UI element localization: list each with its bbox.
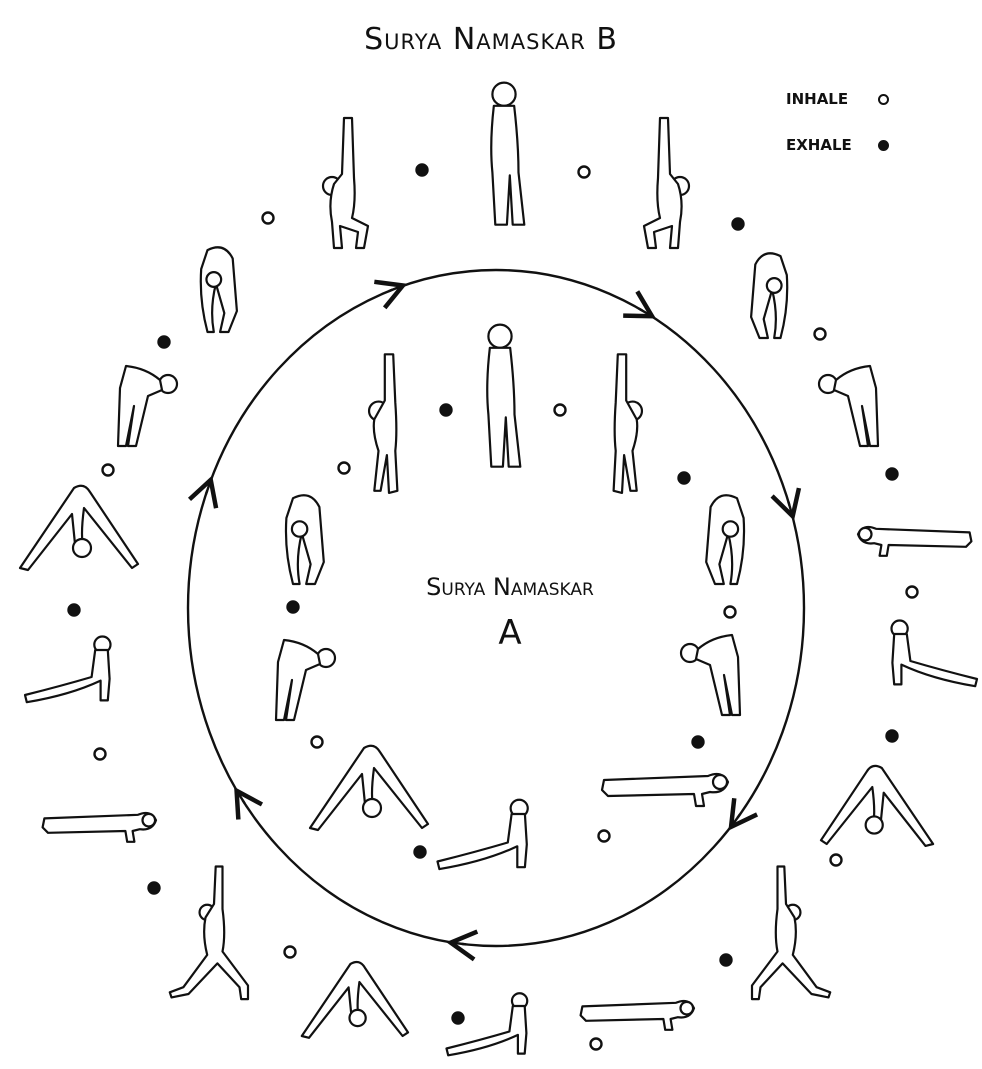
standing-figure [491, 83, 524, 225]
half-figure [276, 640, 335, 720]
arms-up-figure [614, 354, 642, 493]
downdog-figure [821, 766, 933, 846]
exhale-marker [417, 165, 428, 176]
warrior-figure [752, 867, 830, 1000]
exhale-marker [733, 219, 744, 230]
chair-figure [644, 118, 689, 248]
exhale-marker [149, 883, 160, 894]
direction-arrow [738, 814, 740, 817]
exhale-marker [441, 405, 452, 416]
plank-figure [602, 774, 728, 806]
direction-arrow [243, 800, 245, 803]
exhale-marker [453, 1013, 464, 1024]
inhale-marker [339, 463, 350, 474]
inhale-marker [725, 607, 736, 618]
inhale-marker [312, 737, 323, 748]
inhale-marker [831, 855, 842, 866]
plank-figure [43, 813, 156, 842]
inhale-marker [103, 465, 114, 476]
exhale-marker [69, 605, 80, 616]
exhale-marker [159, 337, 170, 348]
exhale-marker [887, 731, 898, 742]
inhale-marker [263, 213, 274, 224]
inhale-marker [285, 947, 296, 958]
direction-arrow [389, 290, 393, 291]
half-figure [819, 366, 878, 446]
standing-figure [487, 325, 520, 467]
fold-figure [751, 253, 787, 338]
inhale-marker [815, 329, 826, 340]
updog-figure [25, 637, 111, 703]
plank-figure [858, 527, 971, 556]
arms-up-figure [369, 354, 397, 493]
inhale-marker [579, 167, 590, 178]
updog-figure [892, 621, 978, 687]
chair-figure [323, 118, 368, 248]
inhale-marker [599, 831, 610, 842]
downdog-figure [310, 746, 428, 830]
exhale-marker [721, 955, 732, 966]
exhale-marker [415, 847, 426, 858]
fold-figure [706, 495, 744, 584]
downdog-figure [302, 962, 408, 1038]
exhale-marker [887, 469, 898, 480]
updog-figure [438, 800, 528, 869]
downdog-figure [20, 486, 138, 570]
exhale-marker [679, 473, 690, 484]
inhale-marker [95, 749, 106, 760]
direction-arrow [788, 502, 789, 506]
half-figure [118, 366, 177, 446]
exhale-marker [288, 602, 299, 613]
warrior-figure [170, 867, 248, 1000]
direction-arrow [206, 490, 207, 494]
inhale-marker [555, 405, 566, 416]
exhale-marker [693, 737, 704, 748]
half-figure [681, 635, 740, 715]
fold-figure [286, 495, 324, 584]
inhale-marker [591, 1039, 602, 1050]
fold-figure [201, 247, 237, 332]
pose-figures [20, 83, 977, 1056]
plank-figure [581, 1001, 694, 1030]
inhale-marker [907, 587, 918, 598]
